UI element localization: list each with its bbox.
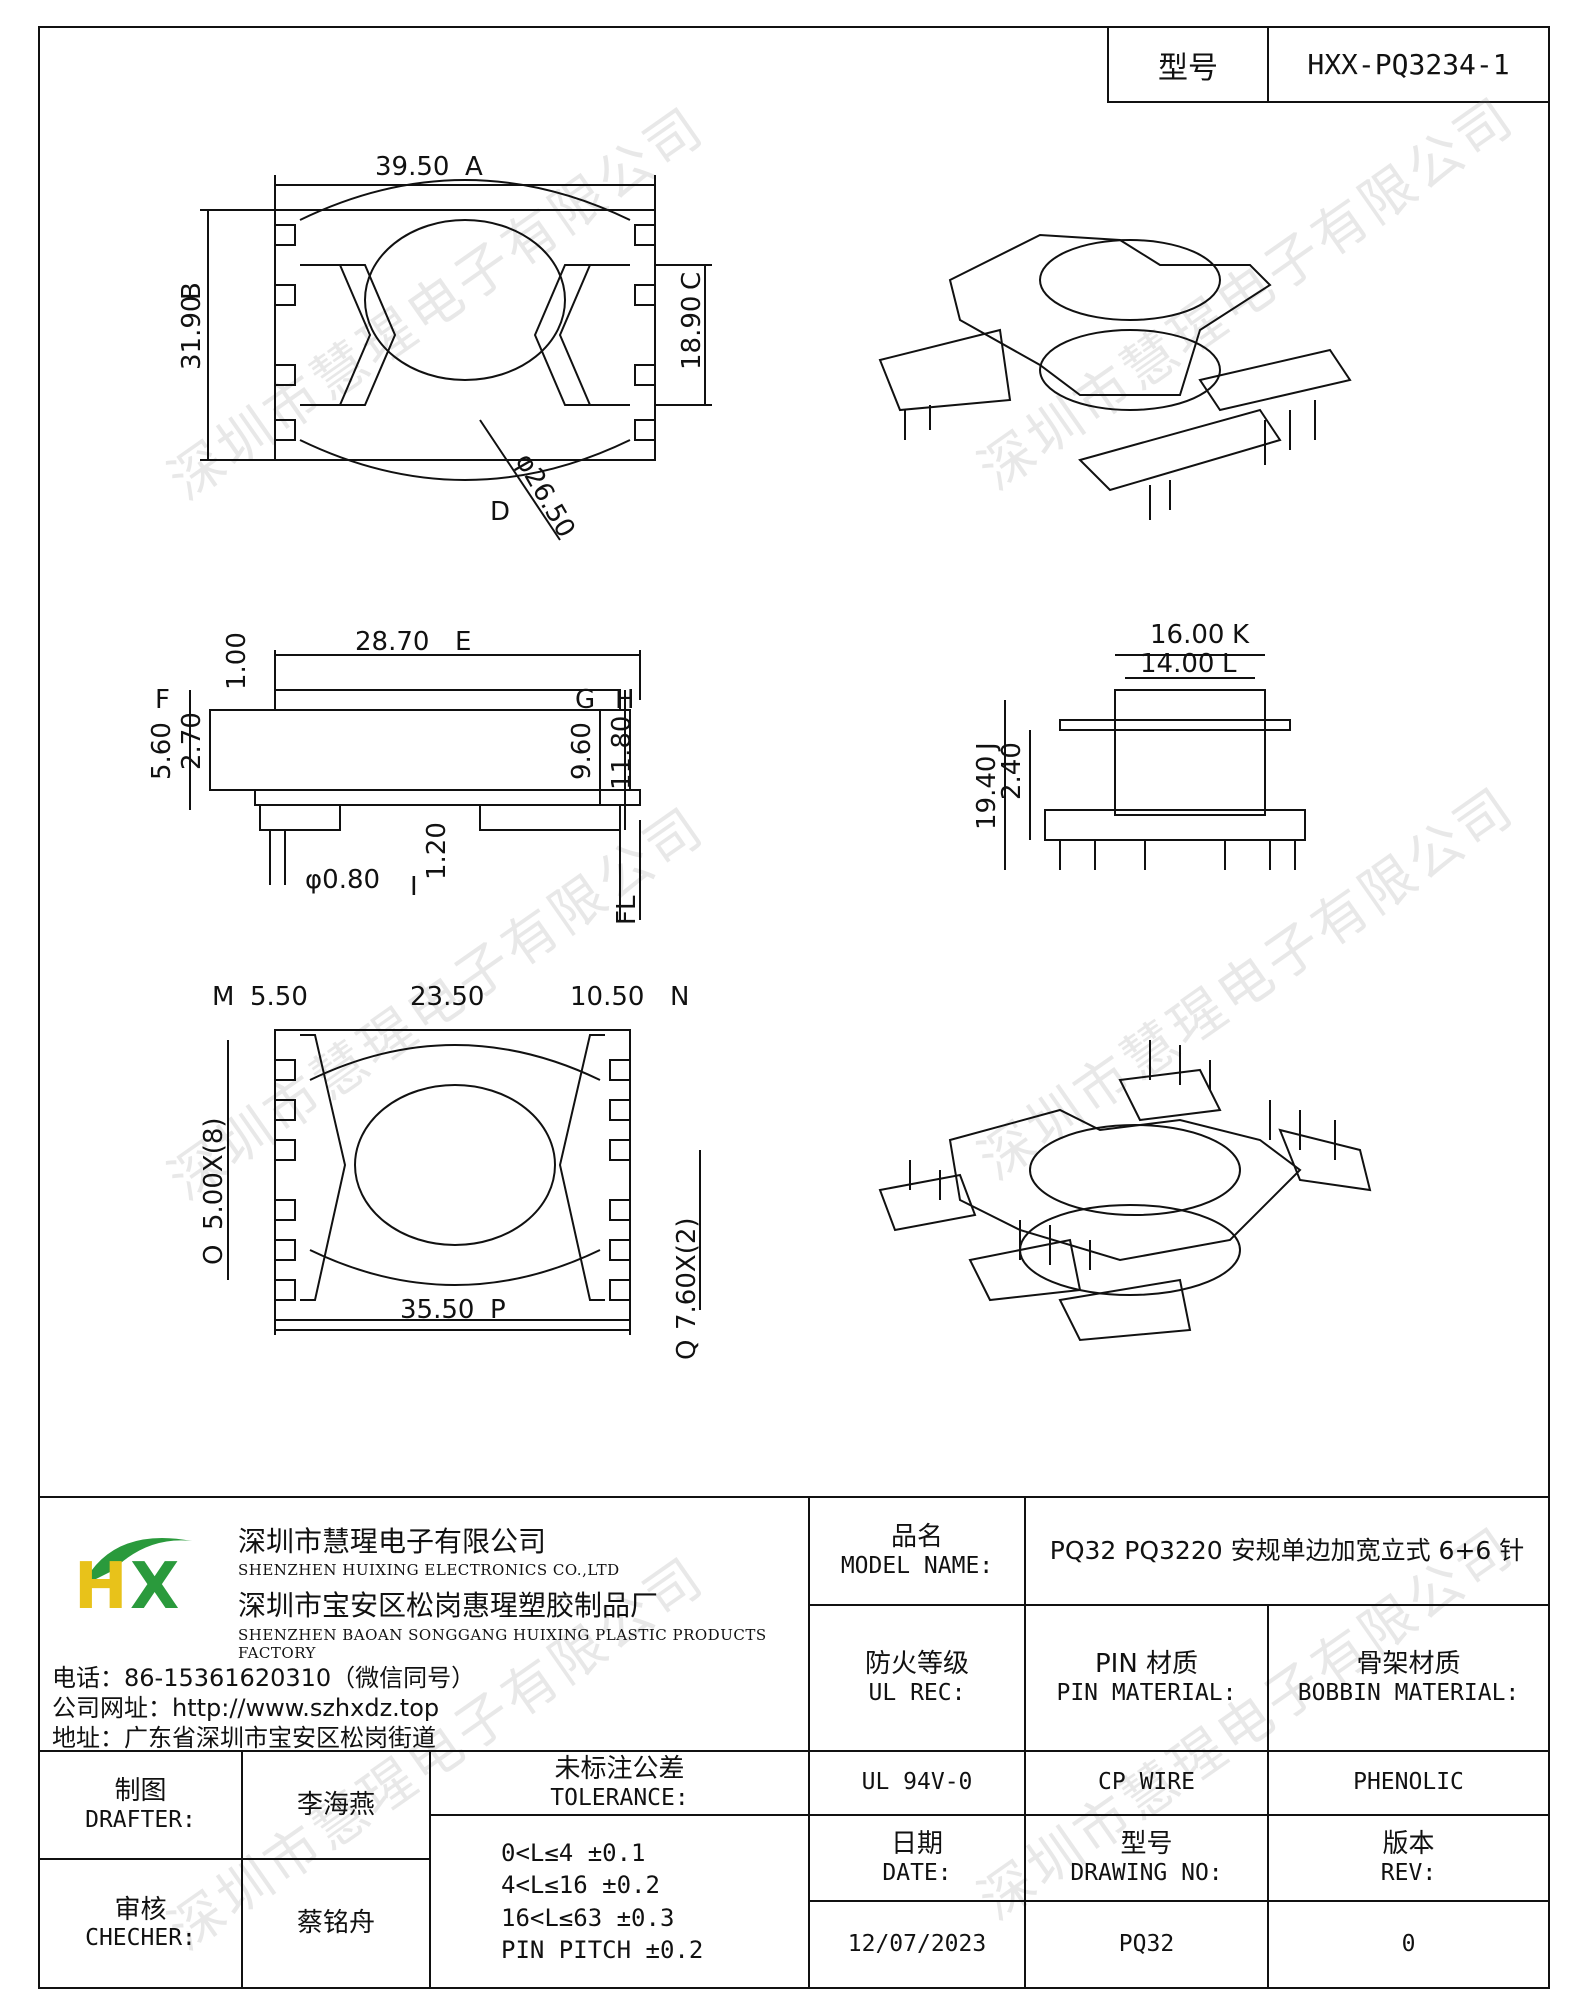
dim-diameter: φ26.50 [509,449,581,543]
dim-side-h5: 11.80 [607,716,637,790]
dim-side-tag-f: F [155,685,170,715]
dim-front-w1-tag: K [1232,620,1250,650]
dim-pin-tag: I [410,872,418,902]
dim-front-w2: 14.00 [1140,649,1214,679]
isometric-bottom-view [878,1040,1372,1342]
tolerance-item: 0<L≤4 ±0.1 [501,1838,646,1867]
svg-text:X: X [130,1550,179,1624]
tolerance-label: 未标注公差 TOLERANCE: [429,1750,810,1816]
dim-front-w1: 16.00 [1150,620,1224,650]
date-value: 12/07/2023 [808,1900,1026,1989]
dim-bot-width: 35.50 [400,1295,474,1325]
model-header: 型号 HXX-PQ3234-1 [1107,26,1550,103]
dim-front-w2-tag: L [1222,649,1237,679]
front-view [1004,654,1306,870]
factory-name-cn: 深圳市宝安区松岗惠瑆塑胶制品厂 [238,1589,659,1622]
ul-rec-label: 防火等级 UL REC: [808,1604,1026,1752]
ul-rec-value: UL 94V-0 [808,1750,1026,1816]
dim-side-tag-h: H [615,685,635,715]
dim-right-height: 18.90 [677,296,707,370]
company-info: H X 深圳市慧瑆电子有限公司 SHENZHEN HUIXING ELECTRO… [38,1496,810,1752]
tolerance-list: 0<L≤4 ±0.1 4<L≤16 ±0.2 16<L≤63 ±0.3 PIN … [429,1814,810,1989]
checker-name: 蔡铭舟 [241,1858,431,1989]
factory-name-en: SHENZHEN BAOAN SONGGANG HUIXING PLASTIC … [238,1626,767,1662]
dim-top-height-tag: B [177,282,207,300]
dim-side-h1: 1.00 [222,632,252,690]
model-name-value: PQ32 PQ3220 安规单边加宽立式 6+6 针 [1024,1496,1550,1606]
dim-bot-pitch2-tag: Q [672,1340,702,1360]
bobbin-material-value: PHENOLIC [1267,1750,1550,1816]
dim-top-width: 39.50 [375,152,449,182]
isometric-top-view [878,233,1352,520]
dim-bot-pitch-tag: O [199,1245,229,1265]
company-name-en: SHENZHEN HUIXING ELECTRONICS CO.,LTD [238,1561,620,1579]
dim-side-h4: 9.60 [567,722,597,780]
tolerance-item: PIN PITCH ±0.2 [501,1935,704,1964]
dim-side-tag-g: G [575,685,595,715]
side-view [189,650,641,920]
company-website[interactable]: 公司网址：http://www.szhxdz.top [52,1694,440,1722]
company-phone: 电话：86-15361620310（微信同号） [52,1664,476,1692]
company-logo: H X [74,1538,192,1624]
top-view [200,175,712,541]
rev-value: 0 [1267,1900,1550,1989]
dim-side-h3: 2.70 [177,712,207,770]
dim-front-h1: 19.40 [972,756,1002,830]
bottom-view [227,1029,701,1335]
dim-pin-len: 1.20 [422,822,452,880]
drafter-label: 制图 DRAFTER: [38,1750,243,1860]
company-address: 地址：广东省深圳市宝安区松岗街道 [52,1724,436,1752]
model-label: 型号 [1109,28,1269,101]
dim-bot-pitch2: 7.60X(2) [672,1217,702,1330]
technical-drawing: 39.50 A 31.90 B 18.90 C φ26.50 D 28.70 E… [147,152,1372,1360]
dim-front-tag: J [972,742,1002,752]
date-label: 日期 DATE: [808,1814,1026,1902]
title-block: H X 深圳市慧瑆电子有限公司 SHENZHEN HUIXING ELECTRO… [38,1496,1550,1989]
dim-fl: FL [612,895,642,925]
drawing-no-label: 型号 DRAWING NO: [1024,1814,1269,1902]
tolerance-item: 4<L≤16 ±0.2 [501,1871,660,1900]
dim-side-width: 28.70 [355,627,429,657]
drafter-name: 李海燕 [241,1750,431,1860]
bobbin-material-label: 骨架材质 BOBBIN MATERIAL: [1267,1604,1550,1752]
dim-top-width-tag: A [465,152,483,182]
dim-front-h2: 2.40 [997,742,1027,800]
dim-side-width-tag: E [455,627,471,657]
dim-top-height: 31.90 [177,296,207,370]
dim-pin-dia: φ0.80 [305,865,380,895]
pin-material-value: CP WIRE [1024,1750,1269,1816]
dim-bot-m-tag: M [212,982,234,1012]
checker-label: 审核 CHECHER: [38,1858,243,1989]
dim-bot-n-tag: N [670,982,689,1012]
dim-bot-mid: 23.50 [410,982,484,1012]
dim-right-height-tag: C [677,272,707,290]
dim-bot-pitch: 5.00X(8) [199,1117,229,1230]
dim-bot-width-tag: P [490,1295,506,1325]
dim-bot-m: 5.50 [250,982,308,1012]
tolerance-item: 16<L≤63 ±0.3 [501,1903,675,1932]
dim-bot-n: 10.50 [570,982,644,1012]
model-value: HXX-PQ3234-1 [1307,48,1510,81]
svg-text:H: H [74,1550,128,1624]
company-name-cn: 深圳市慧瑆电子有限公司 [238,1525,547,1558]
dim-diameter-tag: D [490,497,510,527]
dimension-labels: 39.50 A 31.90 B 18.90 C φ26.50 D 28.70 E… [147,152,1250,1360]
pin-material-label: PIN 材质 PIN MATERIAL: [1024,1604,1269,1752]
drawing-no-value: PQ32 [1024,1900,1269,1989]
model-name-label: 品名 MODEL NAME: [808,1496,1026,1606]
dim-side-h2: 5.60 [147,722,177,780]
rev-label: 版本 REV: [1267,1814,1550,1902]
